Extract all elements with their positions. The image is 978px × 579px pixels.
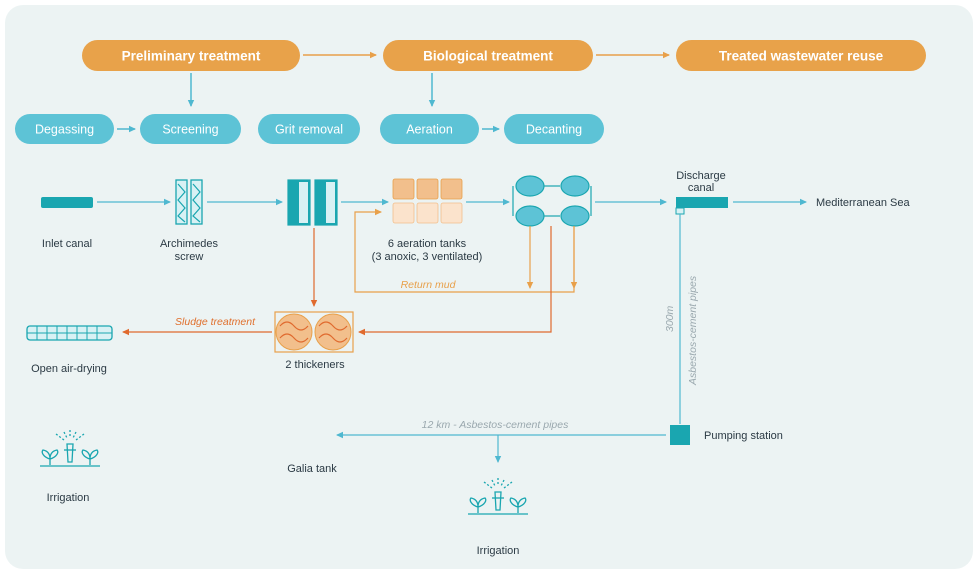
inlet-canal-label: Inlet canal xyxy=(42,238,92,250)
stage-reuse-label: Treated wastewater reuse xyxy=(719,49,884,64)
stage-biological-label: Biological treatment xyxy=(423,49,553,64)
open-air-drying-icon xyxy=(26,325,113,341)
step-degassing: Degassing xyxy=(15,114,114,144)
irrigation-left-label: Irrigation xyxy=(47,492,90,504)
stage-reuse: Treated wastewater reuse xyxy=(676,40,926,71)
thickeners-icon xyxy=(274,311,354,353)
inlet-canal-icon xyxy=(41,197,93,208)
galia-tank-label: Galia tank xyxy=(287,463,337,475)
pipe-12km-label: 12 km - Asbestos-cement pipes xyxy=(422,419,569,431)
stage-biological: Biological treatment xyxy=(383,40,593,71)
thickeners-label: 2 thickeners xyxy=(285,359,345,371)
step-aeration: Aeration xyxy=(380,114,479,144)
step-screening: Screening xyxy=(140,114,241,144)
archimedes-label-line2: screw xyxy=(175,251,204,263)
return-mud-label: Return mud xyxy=(401,279,457,291)
arrow-decanting-thickener xyxy=(358,226,552,336)
pumping-station-icon xyxy=(670,425,690,445)
background-panel xyxy=(5,5,973,569)
open-air-drying-label: Open air-drying xyxy=(31,363,107,375)
aeration-tanks-label-line2: (3 anoxic, 3 ventilated) xyxy=(372,251,483,263)
pumping-station-label: Pumping station xyxy=(704,430,783,442)
archimedes-screw-icon xyxy=(175,179,203,225)
discharge-canal-label-line2: canal xyxy=(688,182,714,194)
step-grit-removal-label: Grit removal xyxy=(275,123,343,137)
aeration-tanks-icon xyxy=(392,178,463,224)
step-decanting-label: Decanting xyxy=(526,123,582,137)
sludge-treatment-label: Sludge treatment xyxy=(175,316,256,328)
discharge-canal-label-line1: Discharge xyxy=(676,170,726,182)
return-mud-loop xyxy=(354,208,578,293)
step-screening-label: Screening xyxy=(162,123,218,137)
irrigation-bottom-icon xyxy=(468,478,528,515)
irrigation-bottom-label: Irrigation xyxy=(477,545,520,557)
grit-removal-icon xyxy=(287,179,338,226)
step-aeration-label: Aeration xyxy=(406,123,453,137)
step-grit-removal: Grit removal xyxy=(258,114,360,144)
distance-300m-label: 300m xyxy=(664,305,676,332)
archimedes-label-line1: Archimedes xyxy=(160,238,219,250)
irrigation-left-icon xyxy=(40,430,100,467)
stage-preliminary-label: Preliminary treatment xyxy=(122,49,261,64)
step-decanting: Decanting xyxy=(504,114,604,144)
step-degassing-label: Degassing xyxy=(35,123,94,137)
mediterranean-sea-label: Mediterranean Sea xyxy=(816,197,910,209)
aeration-tanks-label-line1: 6 aeration tanks xyxy=(388,238,467,250)
stage-preliminary: Preliminary treatment xyxy=(82,40,300,71)
asbestos-vertical-label: Asbestos-cement pipes xyxy=(687,275,699,386)
decanting-units-icon xyxy=(512,175,592,227)
